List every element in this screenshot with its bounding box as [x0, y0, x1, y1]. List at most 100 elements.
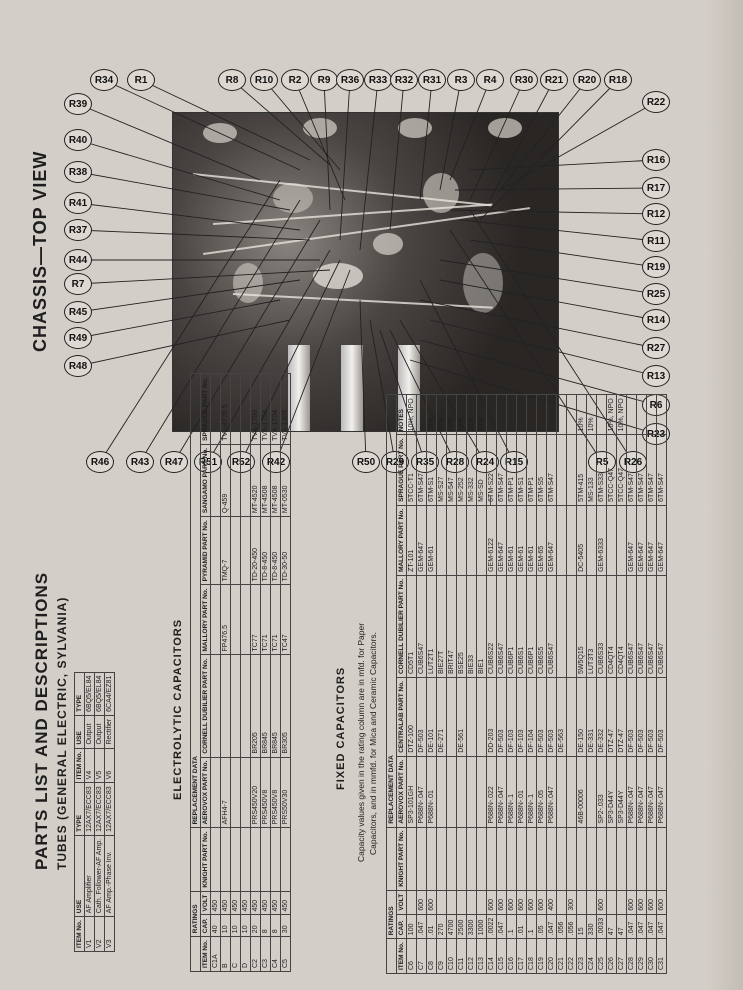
- table-cell: C1A: [210, 936, 221, 972]
- table-cell: C13: [476, 938, 487, 974]
- table-cell: 5TCC-Q47: [616, 434, 627, 506]
- table-cell: DE-331: [586, 677, 597, 757]
- table-cell: P688N-.047: [546, 756, 557, 828]
- table-cell: 10%: [436, 394, 447, 435]
- table-cell: .0022: [486, 914, 497, 939]
- table-cell: [240, 584, 251, 655]
- page-tick-mark: [490, 495, 491, 505]
- table-cell: [516, 827, 527, 891]
- table-cell: BIE33: [466, 575, 477, 678]
- table-cell: 10%: [456, 394, 467, 435]
- table-cell: DF-503: [636, 677, 647, 757]
- table-cell: [606, 827, 617, 891]
- table-cell: C6: [406, 938, 417, 974]
- table-cell: [496, 827, 507, 891]
- table-cell: [230, 655, 241, 758]
- table-cell: PRS50V30: [280, 757, 291, 828]
- table-cell: .01: [516, 914, 527, 939]
- table-cell: 10: [230, 914, 241, 937]
- table-cell: .056: [556, 914, 567, 939]
- table-cell: P688N-.047: [636, 756, 647, 828]
- table-cell: [416, 827, 427, 891]
- table-cell: Rectifier: [104, 715, 115, 749]
- table-cell: [566, 677, 577, 757]
- table-cell: .047: [646, 914, 657, 939]
- table-cell: 600: [656, 890, 667, 915]
- table-cell: V2: [94, 916, 105, 952]
- table-cell: 10%: [586, 394, 597, 435]
- table-cell: BR305: [280, 655, 291, 758]
- table-cell: C15: [496, 938, 507, 974]
- column-header: USE: [74, 715, 85, 749]
- table-cell: CUB6S1: [516, 575, 527, 678]
- table-cell: [556, 505, 567, 576]
- table-cell: DF-503: [496, 677, 507, 757]
- table-cell: [406, 890, 417, 915]
- fixed-note-2: Capacitors, and in mmfd. for Mica and Ce…: [368, 632, 378, 855]
- fixed-note-1: Capacity values given in the rating colu…: [356, 622, 366, 862]
- table-cell: 5TCC-T1: [406, 434, 417, 506]
- column-header: SPRAGUE PART No.: [200, 373, 211, 445]
- callout-r14: R14: [642, 309, 670, 331]
- table-cell: TD-20-450: [250, 516, 261, 585]
- column-header: ITEM No.: [396, 938, 407, 974]
- column-header: CORNELL DUBILIER PART No.: [200, 655, 211, 758]
- table-cell: 12AX7/ECC83: [94, 782, 105, 836]
- table-cell: [556, 394, 567, 435]
- table-cell: [250, 827, 261, 892]
- table-cell: 450: [260, 891, 271, 915]
- table-cell: [466, 827, 477, 891]
- table-cell: 47: [616, 914, 627, 939]
- column-header: TYPE: [74, 672, 85, 716]
- table-cell: LUT2T1: [426, 575, 437, 678]
- callout-r38: R38: [64, 161, 92, 183]
- table-cell: GEM-6333: [596, 505, 607, 576]
- table-cell: GEM-647: [546, 505, 557, 576]
- callout-r35: R35: [411, 451, 439, 473]
- table-cell: [586, 827, 597, 891]
- table-cell: C29: [636, 938, 647, 974]
- callout-r16: R16: [642, 149, 670, 171]
- group-header-ratings: RATINGS: [190, 891, 201, 937]
- table-cell: .047: [636, 914, 647, 939]
- table-cell: 450: [250, 891, 261, 915]
- table-cell: PRS450V20: [250, 757, 261, 828]
- table-cell: DE-271: [436, 677, 447, 757]
- table-cell: [576, 827, 587, 891]
- callout-r34: R34: [90, 69, 118, 91]
- table-cell: FP476.5: [220, 584, 231, 655]
- table-cell: C8: [426, 938, 437, 974]
- table-cell: [446, 890, 457, 915]
- group-blank: [386, 938, 397, 974]
- table-cell: [230, 584, 241, 655]
- table-cell: 600: [536, 890, 547, 915]
- table-cell: C4: [270, 936, 281, 972]
- table-cell: PRS450V8: [260, 757, 271, 828]
- table-cell: [476, 827, 487, 891]
- table-cell: C21: [556, 938, 567, 974]
- table-cell: CUB6S47: [496, 575, 507, 678]
- table-cell: P688N-.047: [416, 756, 427, 828]
- table-cell: GEM-647: [656, 505, 667, 576]
- callout-r44: R44: [64, 249, 92, 271]
- table-cell: 6TM-S47: [626, 434, 637, 506]
- table-cell: [556, 890, 567, 915]
- table-cell: .0033: [596, 914, 607, 939]
- table-cell: DF-103: [516, 677, 527, 757]
- table-cell: [466, 505, 477, 576]
- table-cell: 6TM-S47: [546, 434, 557, 506]
- table-cell: [456, 505, 467, 576]
- table-cell: 450: [210, 891, 221, 915]
- table-cell: [240, 373, 251, 445]
- column-header: ITEM No.: [74, 748, 85, 783]
- table-cell: DE-101: [426, 677, 437, 757]
- table-cell: .047: [416, 914, 427, 939]
- callout-r12: R12: [642, 203, 670, 225]
- table-cell: 6TM-S47: [646, 434, 657, 506]
